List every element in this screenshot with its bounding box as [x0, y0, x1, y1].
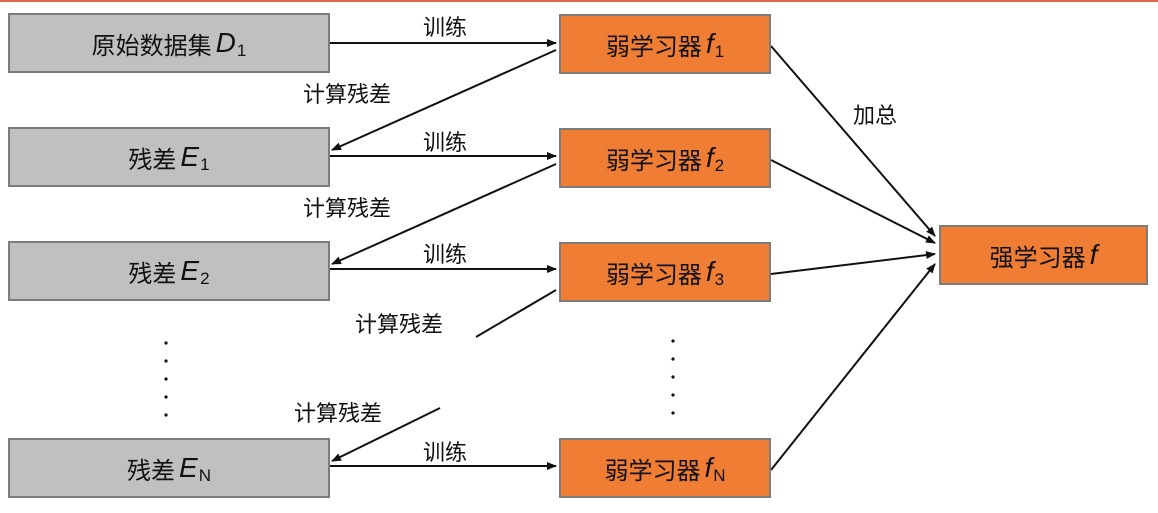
residual-arrow-4 [331, 407, 441, 462]
sum-arrow-3 [770, 251, 936, 275]
box-var: E [180, 255, 200, 286]
train-label-1: 训练 [423, 16, 468, 41]
box-var: D [215, 27, 236, 58]
box-sub: 1 [236, 41, 247, 60]
residual-line-3 [475, 289, 557, 338]
residual-label-3: 计算残差 [355, 313, 444, 338]
ellipsis-left [164, 341, 168, 417]
box-sub: 3 [714, 270, 725, 289]
box-text: 残差 [128, 259, 177, 288]
sum-arrow-2 [770, 159, 936, 244]
box-var: f [705, 28, 714, 59]
ellipsis-right [671, 339, 675, 415]
sum-arrow-4 [770, 263, 936, 471]
sum-arrow-1 [770, 45, 936, 237]
box-sub: N [198, 466, 211, 485]
box-sub: 1 [200, 155, 210, 174]
train-label-4: 训练 [423, 441, 468, 466]
box-text: 残差 [128, 145, 177, 174]
box-text: 强学习器 [989, 243, 1086, 272]
residual-arrow-2 [331, 163, 557, 265]
box-text: 残差 [127, 456, 176, 485]
residual-label-1: 计算残差 [303, 83, 392, 108]
top-rule [0, 0, 1158, 2]
box-var: E [180, 141, 200, 172]
box-sub: 2 [714, 156, 725, 175]
train-label-3: 训练 [423, 243, 468, 268]
box-text: 弱学习器 [604, 456, 701, 485]
residual-label-2: 计算残差 [303, 197, 392, 222]
box-text: 弱学习器 [605, 146, 702, 175]
residual-arrow-1 [331, 49, 557, 151]
box-sub: 2 [200, 269, 210, 288]
box-var: f [705, 142, 714, 173]
box-var: E [179, 452, 198, 483]
box-sub: N [713, 466, 726, 485]
box-var: f [704, 452, 713, 483]
box-text: 弱学习器 [605, 32, 702, 61]
box-text: 弱学习器 [605, 260, 702, 289]
sum-label: 加总 [853, 104, 898, 129]
box-sub: 1 [714, 42, 725, 61]
box-var: f [1089, 239, 1098, 270]
box-text: 原始数据集 [91, 31, 212, 60]
train-label-2: 训练 [423, 131, 468, 156]
box-var: f [705, 256, 714, 287]
residual-label-4: 计算残差 [294, 402, 383, 427]
